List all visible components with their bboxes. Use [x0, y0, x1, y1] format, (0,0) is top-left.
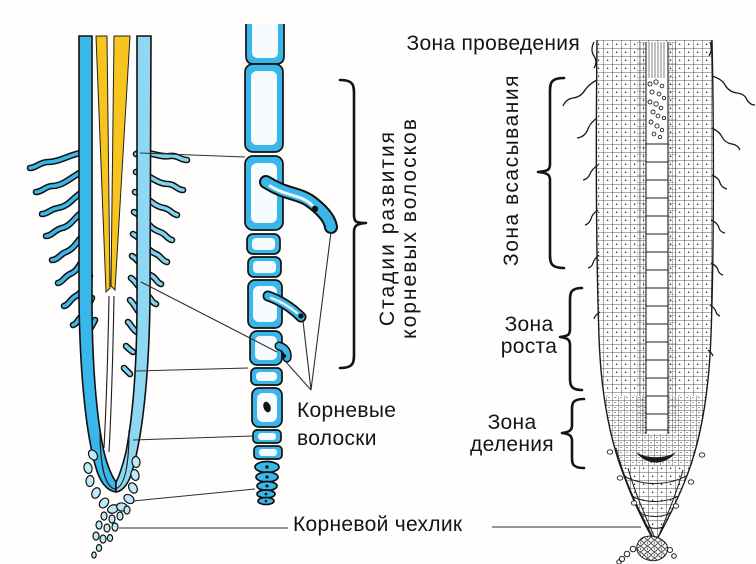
vascular-lines: [103, 295, 115, 453]
label-division-zone-line2: деления: [470, 433, 554, 456]
connector-line-diagonal: [140, 281, 278, 353]
label-division-zone-line1: Зона: [487, 411, 537, 434]
label-growth-zone: Зона роста: [474, 314, 584, 358]
root-hair-stages-strip: [244, 24, 338, 506]
right-root-micrograph: [562, 39, 756, 564]
stages-brace: [338, 78, 368, 370]
strip-small-cells: [254, 460, 280, 506]
left-root-illustration: [26, 35, 191, 559]
right-root-hairs: [562, 41, 756, 357]
absorption-zone-brace: [536, 76, 566, 270]
central-cylinder: [645, 42, 669, 434]
connector-line: [132, 488, 256, 502]
label-root-hairs-line1: Корневые: [297, 399, 397, 422]
root-hairs-pointer-lines: [285, 231, 332, 391]
hair-nucleus: [281, 353, 287, 359]
label-division-zone: Зона деления: [444, 412, 580, 456]
label-growth-zone-line2: роста: [500, 335, 558, 358]
right-root-cap: [616, 535, 677, 564]
hair-nucleus: [311, 205, 319, 213]
label-root-hairs-line2: волоски: [297, 427, 377, 450]
label-root-hair-stages-line2: корневых волосков: [398, 117, 421, 339]
left-root-hairs-right: [120, 149, 191, 378]
stele-stripe-left: [95, 35, 111, 294]
label-root-hair-stages-line1: Стадии развития: [376, 129, 399, 327]
vessel-dots: [647, 79, 667, 140]
left-root-band-right: [115, 35, 152, 493]
division-zone-brace: [560, 397, 586, 470]
label-conduction-zone: Зона проведения: [406, 32, 580, 55]
label-absorption-zone: Зона всасывания: [500, 74, 523, 266]
label-root-hairs: Корневые волоски: [297, 397, 396, 453]
label-growth-zone-line1: Зона: [504, 313, 554, 336]
left-root-cap-cells: [83, 449, 141, 559]
root-tip-inner-line: [99, 429, 130, 490]
label-root-cap: Корневой чехлик: [293, 513, 463, 536]
cell-nucleus: [263, 401, 271, 413]
stele-stripe-right: [110, 35, 131, 292]
growth-zone-brace: [558, 286, 584, 392]
hair-nucleus: [298, 313, 304, 319]
tip-edge-cells: [606, 449, 706, 509]
label-root-hair-stages: Стадии развития корневых волосков: [376, 117, 421, 339]
connector-lines: [119, 152, 641, 529]
connector-line: [135, 367, 249, 372]
quiescent-centre-shading: [636, 452, 676, 463]
connector-line: [132, 435, 253, 441]
connector-line: [139, 152, 246, 158]
